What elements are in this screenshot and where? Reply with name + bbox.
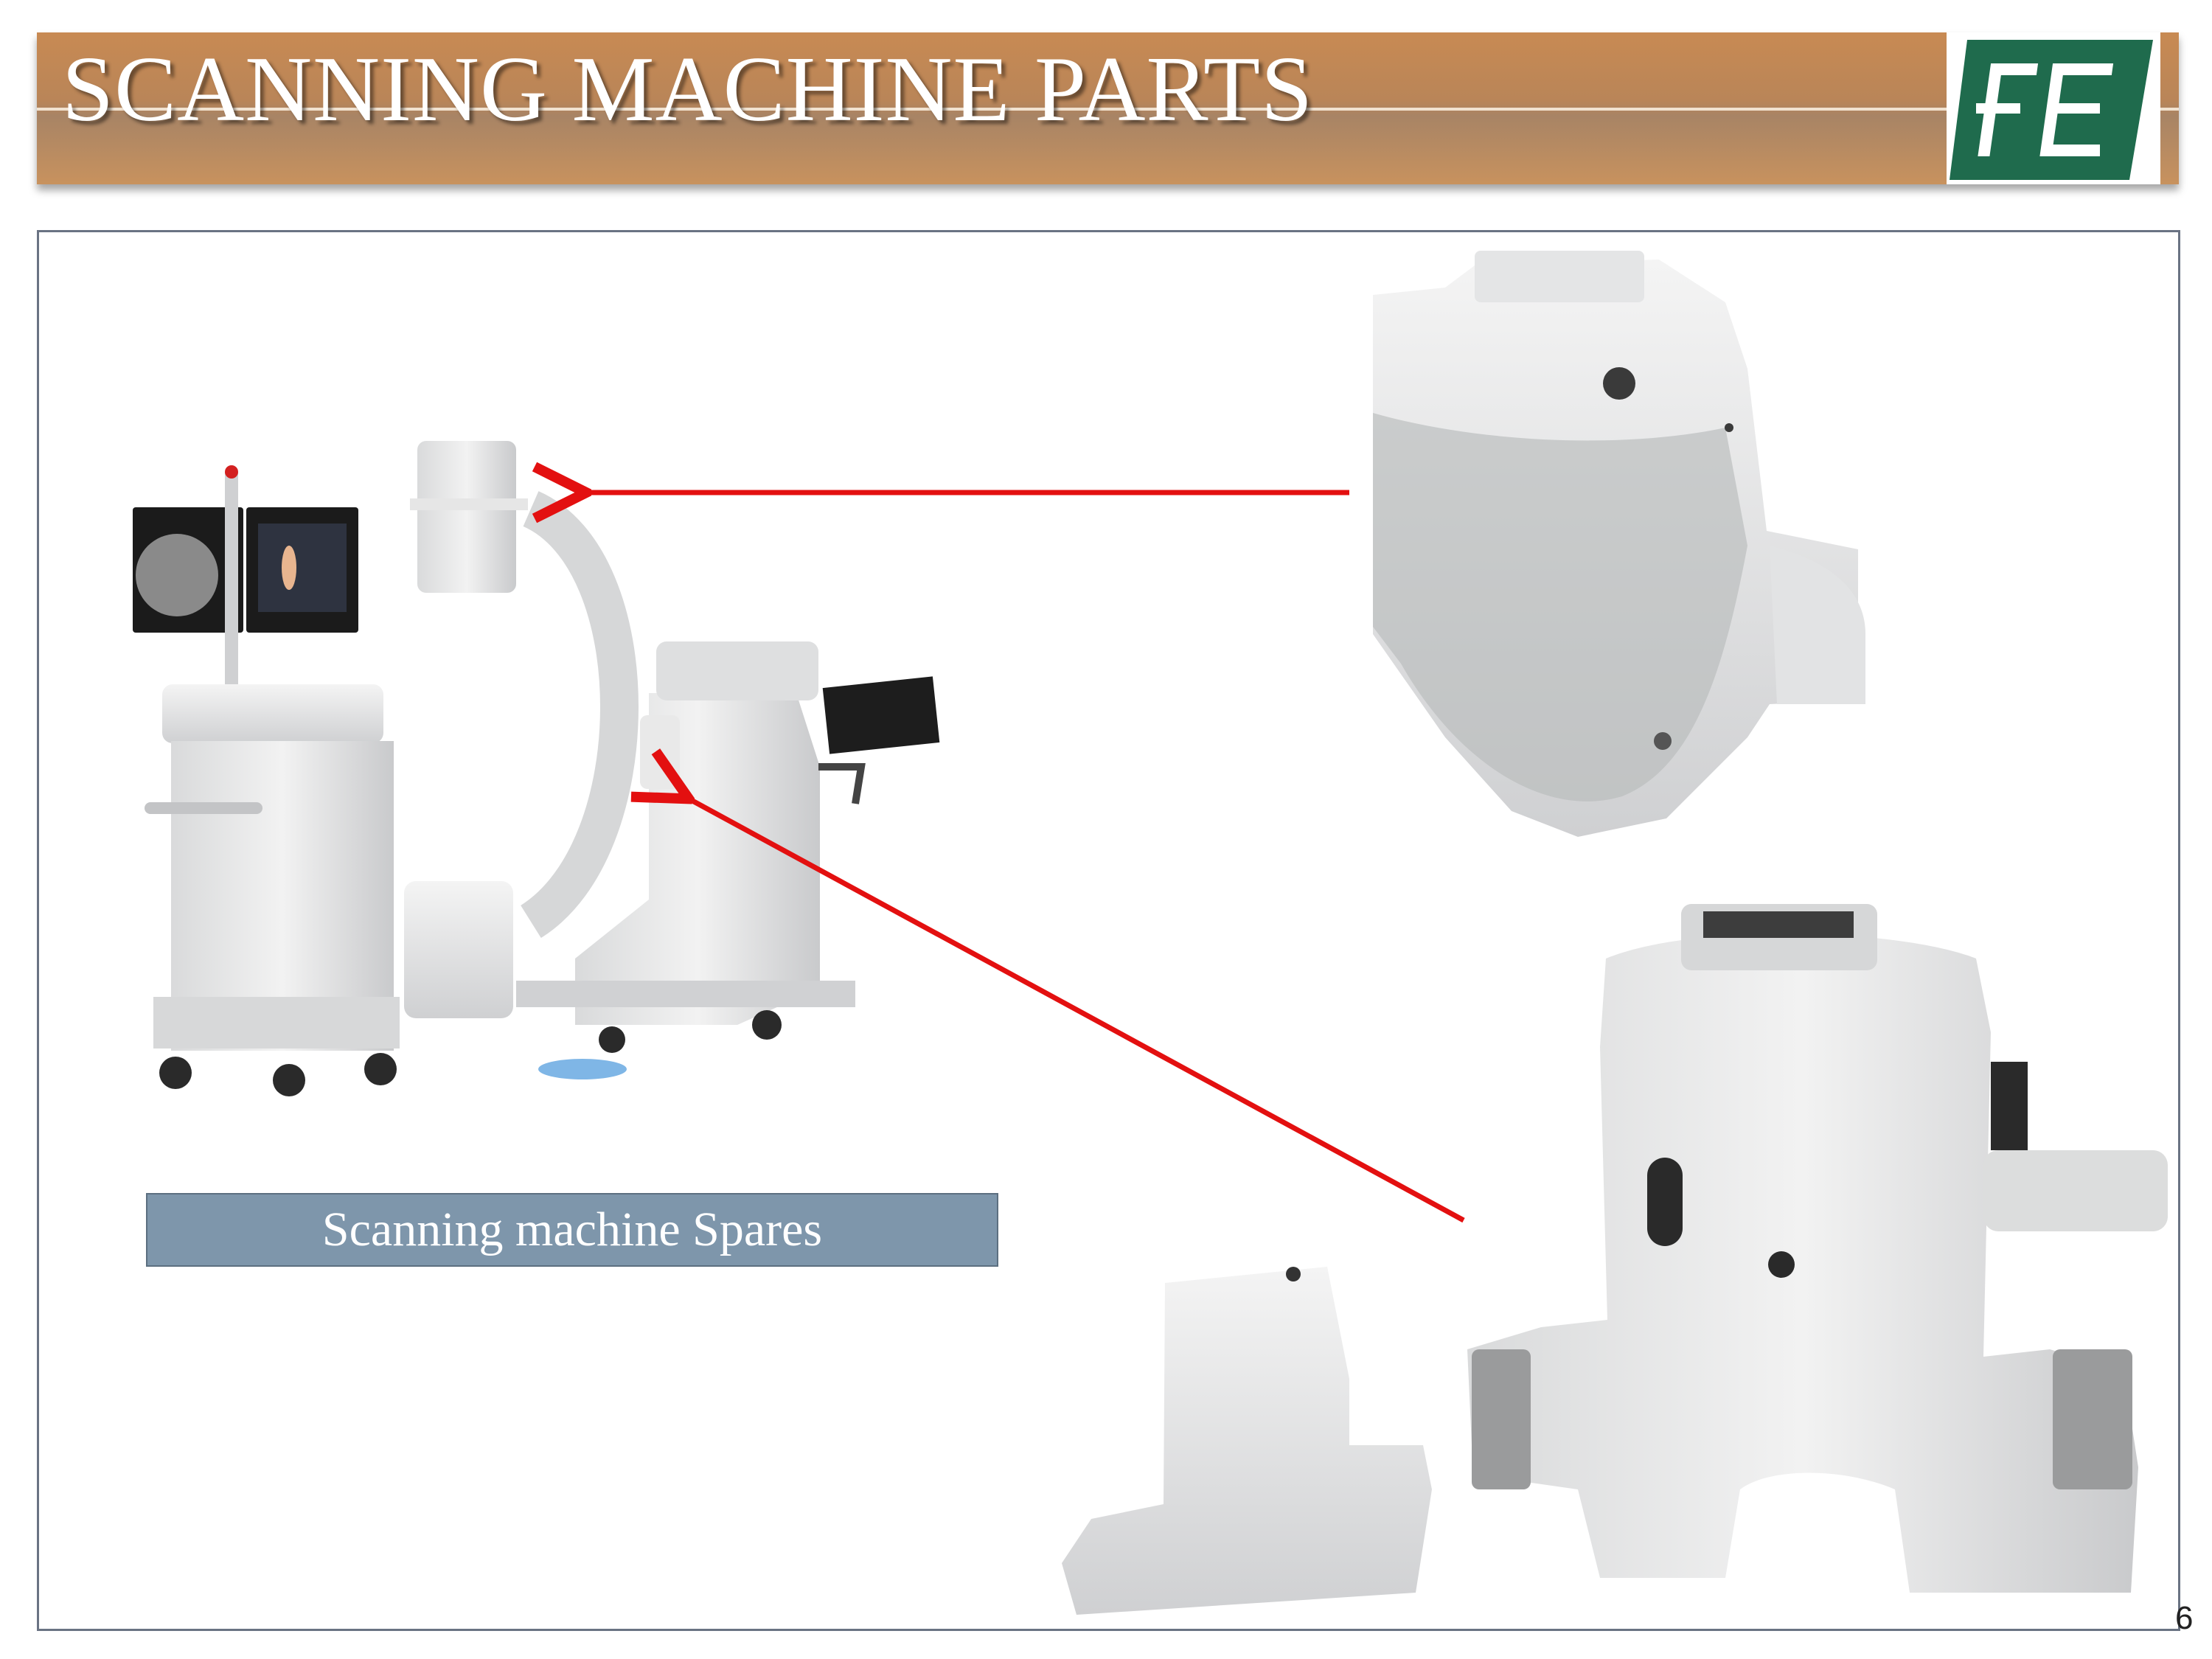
c-arm-xray-machine	[133, 441, 940, 1096]
content-frame	[37, 230, 2180, 1631]
page-number: 6	[2175, 1600, 2194, 1636]
caption-box: Scanning machine Spares	[146, 1193, 998, 1267]
title-rule	[37, 108, 2179, 111]
cover-part-closeup	[1373, 251, 1865, 837]
page-title: SCANNING MACHINE PARTS	[62, 38, 1314, 141]
arrow-bottom	[684, 796, 1465, 1223]
title-bar: SCANNING MACHINE PARTS	[37, 32, 2179, 184]
company-logo	[1947, 32, 2160, 184]
base-housing-and-handle-covers	[1062, 904, 2168, 1615]
